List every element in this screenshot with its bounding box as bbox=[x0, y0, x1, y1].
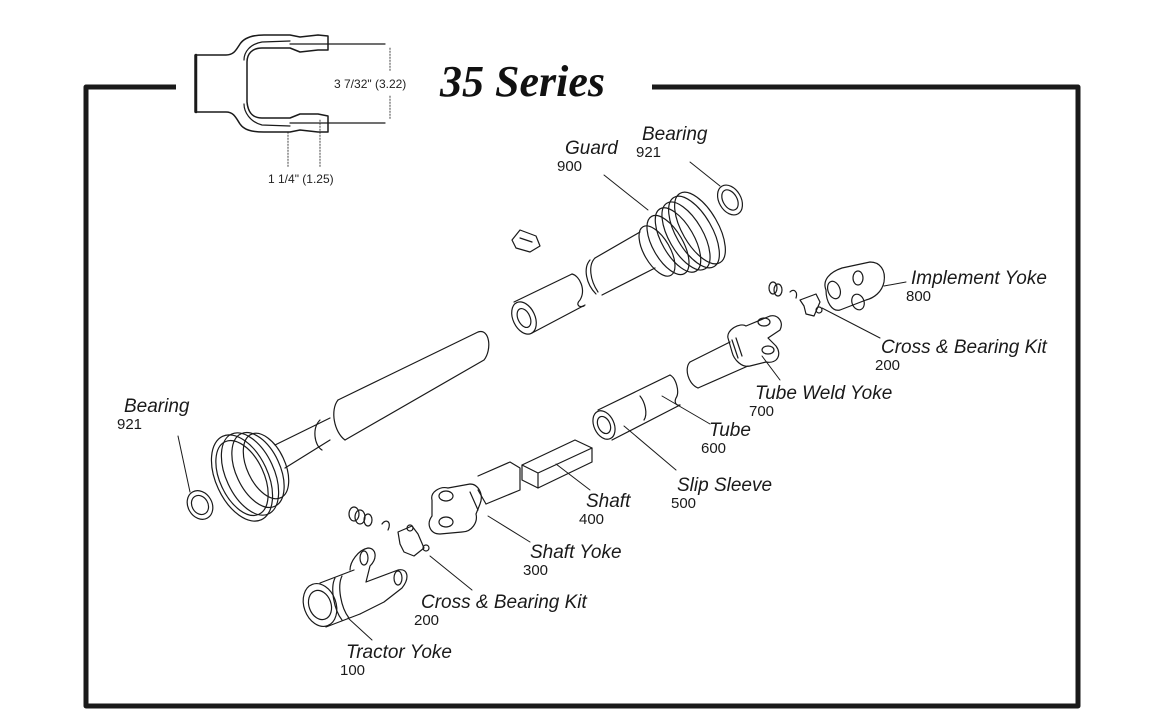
bearing-921-lower-drawing bbox=[186, 490, 214, 520]
part-label-tube-weld-yoke: Tube Weld Yoke bbox=[755, 383, 893, 404]
part-label-slip-sleeve: Slip Sleeve bbox=[677, 475, 773, 496]
guard-900-lower-drawing bbox=[210, 431, 290, 522]
shaft-yoke-300-drawing bbox=[428, 483, 487, 535]
tube-weld-yoke-700-drawing bbox=[686, 315, 782, 389]
part-number-tube: 600 bbox=[701, 440, 727, 457]
frame-border bbox=[83, 84, 1081, 709]
part-number-tractor-yoke: 100 bbox=[340, 662, 366, 679]
part-label-bearing-lower: Bearing bbox=[124, 396, 190, 417]
part-number-implement-yoke: 800 bbox=[906, 288, 932, 305]
part-label-cross-kit-upper: Cross & Bearing Kit bbox=[881, 337, 1047, 358]
part-number-shaft-yoke: 300 bbox=[523, 562, 549, 579]
part-number-guard: 900 bbox=[557, 158, 583, 175]
dimension-height-label: 1 1/4" (1.25) bbox=[268, 172, 334, 186]
clip-drawing bbox=[511, 229, 541, 253]
implement-yoke-800-drawing bbox=[824, 261, 885, 311]
part-label-cross-kit-lower: Cross & Bearing Kit bbox=[421, 592, 587, 613]
part-number-bearing-lower: 921 bbox=[117, 416, 143, 433]
inner-tube-upper-drawing bbox=[511, 273, 586, 335]
dimension-width-label: 3 7/32" (3.22) bbox=[334, 77, 407, 91]
part-label-shaft-yoke: Shaft Yoke bbox=[530, 542, 622, 563]
part-number-tube-weld-yoke: 700 bbox=[749, 403, 775, 420]
part-number-shaft: 400 bbox=[579, 511, 605, 528]
part-number-bearing-upper: 921 bbox=[636, 144, 662, 161]
part-number-cross-kit-upper: 200 bbox=[875, 357, 901, 374]
part-label-tube: Tube bbox=[709, 420, 751, 441]
tractor-yoke-100-drawing bbox=[302, 547, 408, 628]
dimension-yoke-drawing bbox=[194, 34, 391, 169]
part-label-bearing-upper: Bearing bbox=[642, 124, 708, 145]
part-label-implement-yoke: Implement Yoke bbox=[911, 268, 1047, 289]
part-label-shaft: Shaft bbox=[586, 491, 631, 512]
bearing-921-upper-drawing bbox=[716, 184, 744, 216]
guard-tube-lower-drawing bbox=[274, 331, 490, 469]
series-title: 35 Series bbox=[440, 57, 605, 106]
part-label-tractor-yoke: Tractor Yoke bbox=[346, 642, 452, 663]
cross-kit-200-lower-drawing bbox=[348, 506, 430, 557]
leader-lines bbox=[177, 161, 907, 641]
tube-600-drawing bbox=[592, 374, 681, 441]
cross-kit-200-upper-drawing bbox=[768, 281, 823, 317]
guard-900-drawing bbox=[585, 191, 726, 296]
part-number-slip-sleeve: 500 bbox=[671, 495, 697, 512]
part-number-cross-kit-lower: 200 bbox=[414, 612, 440, 629]
part-label-guard: Guard bbox=[565, 138, 618, 159]
shaft-400-drawing bbox=[477, 439, 593, 505]
